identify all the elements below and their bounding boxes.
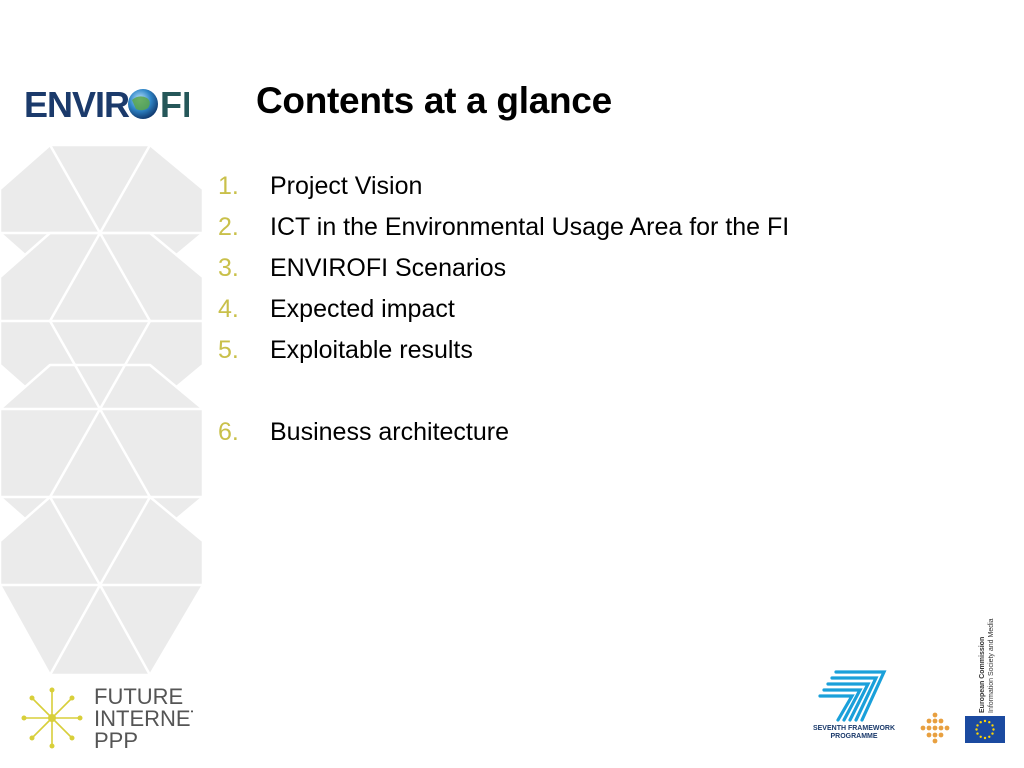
svg-text:FI: FI: [160, 84, 189, 124]
list-item: 6. Business architecture: [218, 418, 789, 459]
list-label: Business architecture: [270, 418, 510, 446]
list-number: 3.: [218, 254, 239, 282]
ec-text-line2: Information Society and Media: [988, 618, 995, 713]
contents-list: 1. Project Vision 2. ICT in the Environm…: [218, 172, 789, 459]
svg-text:ENVIR: ENVIR: [24, 84, 130, 124]
future-internet-ppp-logo: FUTURE INTERNET PPP: [18, 682, 193, 754]
fi-text-future: FUTURE: [94, 684, 183, 709]
list-item: 2. ICT in the Environmental Usage Area f…: [218, 213, 789, 254]
slide-title: Contents at a glance: [256, 80, 612, 121]
ec-text-line1: European Commission: [979, 637, 986, 713]
envirofi-logo: ENVIR FI FI: [24, 84, 189, 124]
svg-text:FI: FI: [160, 84, 189, 124]
list-number: 4.: [218, 295, 239, 323]
list-number: 1.: [218, 172, 239, 200]
eu-flag-icon: [965, 716, 1005, 743]
fi-text-internet: INTERNET: [94, 706, 193, 731]
hexagon-pattern: [0, 145, 205, 675]
list-label: Expected impact: [270, 295, 455, 323]
dot-cluster-logo: [920, 712, 950, 744]
list-label: Project Vision: [270, 172, 423, 200]
fi-text-ppp: PPP: [94, 728, 138, 753]
list-label: ENVIROFI Scenarios: [270, 254, 507, 282]
list-number: 6.: [218, 418, 239, 446]
fp7-text-line2: PROGRAMME: [830, 733, 877, 740]
list-label: ICT in the Environmental Usage Area for …: [270, 213, 790, 241]
list-number: 2.: [218, 213, 239, 241]
list-number: 5.: [218, 336, 239, 364]
list-item: 4. Expected impact: [218, 295, 789, 336]
european-commission-text: European Commission Information Society …: [979, 618, 995, 713]
fp7-text-line1: SEVENTH FRAMEWORK: [813, 725, 895, 732]
fp7-logo: SEVENTH FRAMEWORK PROGRAMME: [810, 670, 898, 740]
list-label: Exploitable results: [270, 336, 473, 364]
list-item: 5. Exploitable results: [218, 336, 789, 377]
list-item: 1. Project Vision: [218, 172, 789, 213]
list-item: 3. ENVIROFI Scenarios: [218, 254, 789, 295]
